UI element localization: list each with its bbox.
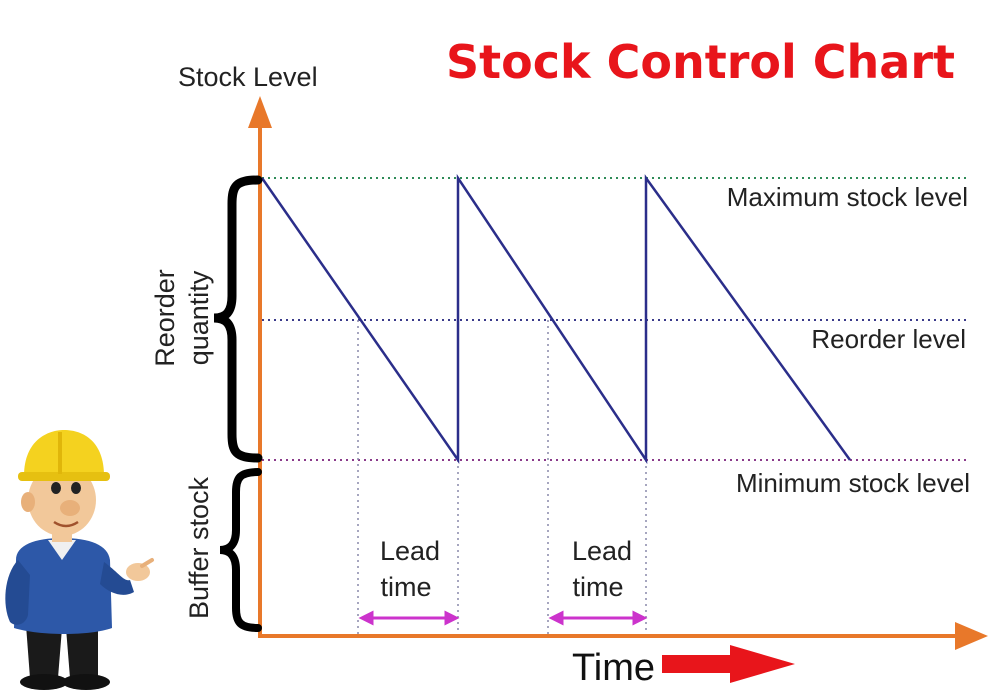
level-lines: [262, 177, 970, 461]
y-axis-label: Stock Level: [178, 62, 318, 92]
minimum-level-label: Minimum stock level: [736, 468, 970, 498]
chart-title: Stock Control Chart: [446, 35, 955, 89]
reorder-level-label: Reorder level: [811, 324, 966, 354]
lead-time-1: Lead time: [358, 536, 460, 626]
reorder-quantity-bracket: [213, 175, 263, 463]
y-axis-arrowhead: [248, 96, 272, 128]
buffer-stock-label: Buffer stock: [184, 476, 214, 619]
maximum-level-label: Maximum stock level: [727, 182, 968, 212]
lead-time-2-line-1: Lead: [572, 536, 632, 566]
lead-time-2-line-2: time: [572, 572, 623, 602]
buffer-stock-label-group: Buffer stock: [184, 476, 214, 619]
lead-time-1-line-1: Lead: [380, 536, 440, 566]
reorder-quantity-line-2: quantity: [184, 270, 214, 365]
buffer-stock-bracket: [219, 468, 262, 632]
lead-time-2: Lead time: [548, 536, 648, 626]
axes: [248, 96, 988, 650]
construction-worker-illustration: [5, 430, 154, 690]
lead-time-guides: [357, 320, 647, 634]
x-axis-label: Time: [572, 647, 655, 689]
x-axis-arrowhead: [955, 622, 988, 650]
lead-time-1-line-2: time: [380, 572, 431, 602]
right-arrow-icon: [662, 645, 795, 683]
stock-level-line: [260, 173, 852, 465]
reorder-quantity-line-1: Reorder: [150, 269, 180, 367]
reorder-quantity-label: Reorder quantity: [150, 269, 214, 367]
